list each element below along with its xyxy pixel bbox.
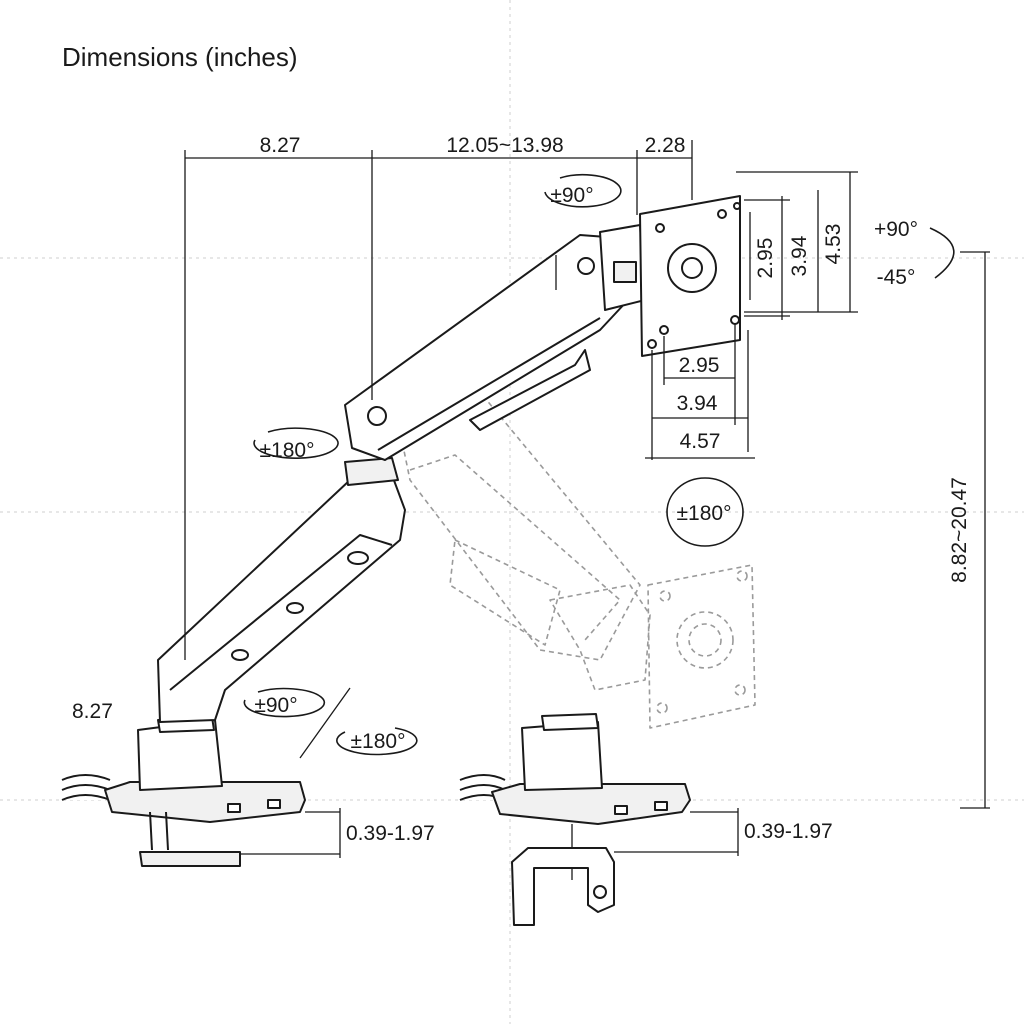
- vesa-head: [599, 195, 741, 357]
- diagram-title: Dimensions (inches): [62, 42, 298, 72]
- dim-vesa-h-small: 2.95: [754, 238, 777, 279]
- rotation-arrows: [243, 173, 955, 756]
- dim-head-depth: 2.28: [645, 134, 686, 157]
- rot-base-rotation: ±180°: [351, 730, 406, 753]
- dim-vesa-w-small: 2.95: [679, 354, 720, 377]
- elbow-arrow: [253, 427, 339, 459]
- ghost-arm-position: [391, 379, 756, 729]
- upper-arm: [344, 234, 629, 461]
- tilt-arrow: [929, 227, 955, 279]
- rot-plate: ±180°: [677, 502, 732, 525]
- dim-base-to-pivot: 8.27: [260, 134, 301, 157]
- rot-tilt-down: -45°: [877, 266, 916, 289]
- left-base-clamp: [61, 716, 306, 867]
- dimension-lines: [184, 140, 990, 858]
- dim-pole-height: 8.27: [72, 700, 113, 723]
- base-swivel-arrow: [243, 687, 326, 718]
- rot-elbow: ±180°: [260, 439, 315, 462]
- dim-clamp-range-left: 0.39-1.97: [346, 822, 435, 845]
- lower-arm: [157, 457, 406, 723]
- plate-rotation-arrow: [666, 477, 744, 547]
- rot-head-swivel: ±90°: [550, 184, 593, 207]
- head-swivel-arrow: [544, 173, 622, 208]
- dim-height-range: 8.82~20.47: [948, 477, 971, 583]
- dim-clamp-range-right: 0.39-1.97: [744, 820, 833, 843]
- dim-plate-width: 4.57: [680, 430, 721, 453]
- rot-base-swivel: ±90°: [254, 694, 297, 717]
- dim-plate-height: 4.53: [822, 224, 845, 265]
- dim-arm-extension: 12.05~13.98: [446, 134, 563, 157]
- base-rotation-arrow: [336, 727, 418, 756]
- dim-vesa-w-large: 3.94: [677, 392, 718, 415]
- dim-vesa-h-large: 3.94: [788, 235, 811, 276]
- rot-tilt-up: +90°: [874, 218, 918, 241]
- right-base-clamp: [459, 713, 691, 926]
